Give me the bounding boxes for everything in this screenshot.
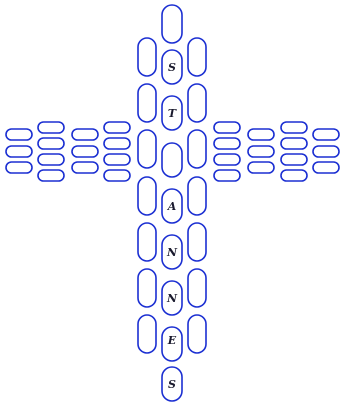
- chain-link: [38, 122, 64, 133]
- chain-link: [6, 146, 32, 157]
- chain-link: [188, 177, 206, 215]
- letter-s-top: S: [168, 61, 176, 74]
- chain-link: [138, 130, 156, 168]
- chain-link: [188, 84, 206, 122]
- chain-link: [138, 177, 156, 215]
- chain-link: [281, 122, 307, 133]
- chain-link: [188, 223, 206, 261]
- chain-link: [38, 170, 64, 181]
- letter-s-bottom: S: [168, 378, 176, 391]
- chain-link: [138, 315, 156, 353]
- chain-link: [72, 162, 98, 173]
- chain-link: [6, 129, 32, 140]
- chain-link: [281, 170, 307, 181]
- chain-link: [138, 223, 156, 261]
- chain-link: [138, 84, 156, 122]
- letter-t: T: [168, 107, 177, 120]
- letter-n-second: N: [166, 292, 178, 305]
- chain-link: [313, 129, 339, 140]
- chain-link: [214, 138, 240, 149]
- chain-link: [188, 38, 206, 76]
- chain-link: [214, 122, 240, 133]
- chain-link: [38, 138, 64, 149]
- chain-link: [214, 154, 240, 165]
- chain-link: [6, 162, 32, 173]
- chain-link: [104, 170, 130, 181]
- letter-e: E: [167, 334, 177, 347]
- chain-link: [248, 129, 274, 140]
- chain-link: [104, 154, 130, 165]
- chain-link: [138, 38, 156, 76]
- chain-link: [313, 162, 339, 173]
- chain-link: [138, 269, 156, 307]
- chain-link: [248, 146, 274, 157]
- chain-link: [72, 146, 98, 157]
- chain-link: [188, 315, 206, 353]
- chain-link: [248, 162, 274, 173]
- letter-a: A: [167, 200, 177, 213]
- chain-link: [38, 154, 64, 165]
- chain-link: [162, 5, 182, 43]
- chain-link: [162, 143, 182, 177]
- chain-link: [313, 146, 339, 157]
- chain-link: [72, 129, 98, 140]
- chain-link: [104, 122, 130, 133]
- chain-link: [214, 170, 240, 181]
- chain-link: [188, 269, 206, 307]
- chain-link: [188, 130, 206, 168]
- chain-link: [104, 138, 130, 149]
- chain-link: [281, 138, 307, 149]
- chain-link: [281, 154, 307, 165]
- letter-n-first: N: [166, 246, 178, 259]
